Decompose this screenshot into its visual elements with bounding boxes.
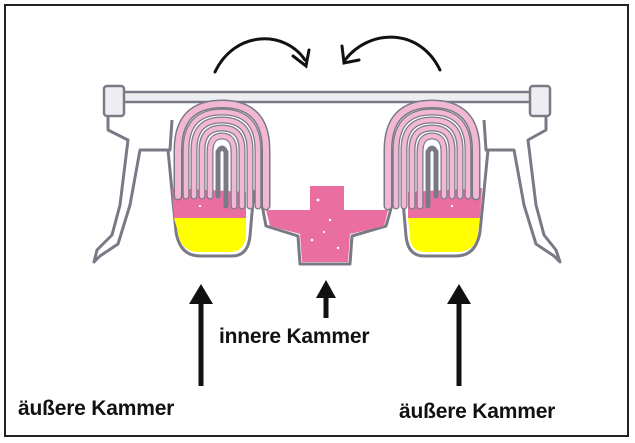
- label-inner-chamber: innere Kammer: [219, 325, 369, 349]
- flow-arrow-right: [345, 37, 440, 70]
- liquid-inner-pink: [266, 210, 388, 262]
- lid-plate: [122, 92, 532, 102]
- flow-arrow-left: [215, 39, 305, 72]
- arrow-center-head: [316, 280, 336, 298]
- flow-arrows: [215, 37, 440, 72]
- label-outer-chamber-left: äußere Kammer: [18, 397, 174, 421]
- liquid-right-yellow: [408, 218, 480, 252]
- lid: [104, 86, 550, 116]
- membrane-left: [178, 104, 266, 206]
- lid-edge-right: [530, 86, 550, 116]
- liquid-inner-center: [310, 186, 344, 216]
- arrow-left-head: [189, 284, 213, 304]
- liquid-left-yellow: [174, 218, 246, 252]
- housing-left: [94, 116, 172, 262]
- housing-right: [484, 116, 560, 262]
- lid-edge-left: [104, 86, 124, 116]
- label-outer-chamber-right: äußere Kammer: [399, 400, 555, 424]
- flow-arrow-left-head: [293, 50, 309, 66]
- membrane-right: [388, 104, 476, 206]
- arrow-right-head: [447, 284, 471, 304]
